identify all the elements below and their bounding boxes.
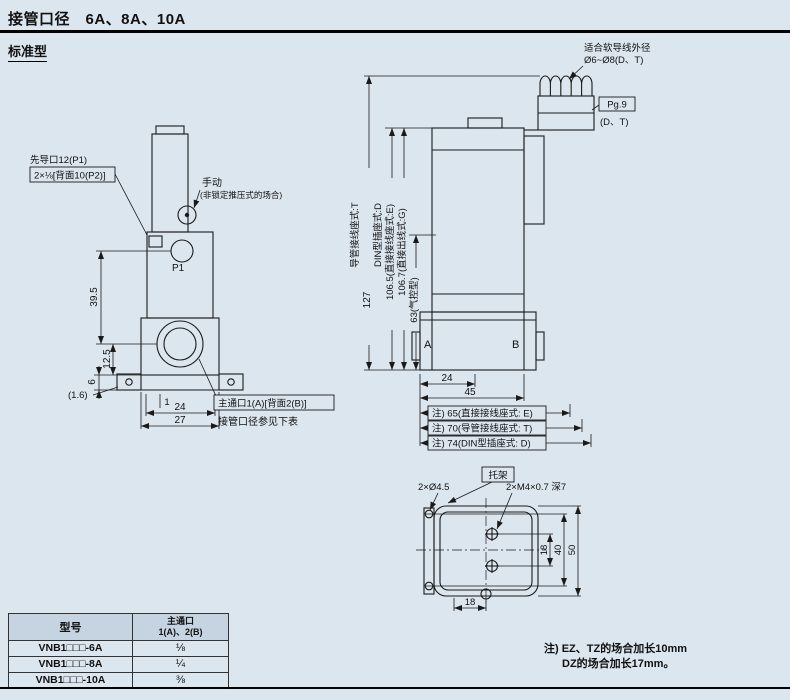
solenoid-body <box>431 127 525 313</box>
main-port-label-box <box>213 394 335 411</box>
port-cell: ⅜ <box>132 671 229 689</box>
dim-27: 27 <box>174 415 186 426</box>
main-port-label-line2: 接管口径参见下表 <box>218 415 298 428</box>
pilot-port-circle <box>170 239 194 263</box>
model-cell: VNB1□□□-6A <box>8 639 133 657</box>
dim-106-7: 106.7(直接出线式:G) <box>396 208 408 296</box>
dim-127: 127 <box>362 291 373 308</box>
footnote-line1: 注) EZ、TZ的场合加长10mm <box>544 643 688 655</box>
port-b-label: B <box>512 339 519 351</box>
manual-override-knob <box>177 205 197 225</box>
bottom-view-outline <box>423 505 539 600</box>
pilot-label-box <box>29 166 116 183</box>
dim-1-6: (1.6) <box>68 390 88 401</box>
note-70: 注) 70(导管接线座式: T) <box>432 423 532 435</box>
dim-18-bottom: 18 <box>465 597 476 608</box>
table-row: VNB1□□□-6A ⅛ <box>8 639 229 657</box>
dim-1: 1 <box>164 397 169 408</box>
manual-label-line1: 手动 <box>202 176 222 189</box>
table-header-row: 型号 主通口 1(A)、2(B) <box>8 613 229 641</box>
pg9-label-box <box>598 96 636 112</box>
port-p1-label: P1 <box>172 263 185 274</box>
pilot-port-label-line1: 先导口12(P1) <box>30 154 87 166</box>
cable-label-line2: Ø6~Ø8(D、T) <box>584 55 643 66</box>
bottom-view-centerlines <box>416 498 546 604</box>
holes-label: 2×Ø4.5 <box>418 482 449 493</box>
dim-col-conduit: 导管接线座式:T <box>349 202 361 268</box>
dim-106-5: 106.5(直接接线座式:E) <box>384 204 396 300</box>
dim-50: 50 <box>567 545 578 556</box>
pg9-label: Pg.9 <box>607 100 627 111</box>
front-view-outline <box>116 125 244 391</box>
port-cell: ⅛ <box>132 639 229 657</box>
note-70-box <box>427 420 547 436</box>
pg9-sub-label: (D、T) <box>600 117 629 128</box>
table-row: VNB1□□□-8A ¼ <box>8 655 229 673</box>
dim-12-5: 12.5 <box>102 349 113 369</box>
pilot-port-label-line2: 2×⅛[背面10(P2)] <box>34 170 106 182</box>
note-74-box <box>427 435 547 451</box>
table-header-port-line1: 主通口 <box>166 616 194 626</box>
bottom-rule <box>0 687 790 689</box>
flexible-conduit <box>539 75 593 85</box>
dim-40: 40 <box>553 545 564 556</box>
dim-24-front: 24 <box>174 402 186 413</box>
dim-6: 6 <box>87 379 98 385</box>
note-65: 注) 65(直接接线座式: E) <box>432 408 533 420</box>
side-view-outline <box>411 75 595 371</box>
screws-label: 2×M4×0.7 深7 <box>506 482 566 493</box>
bracket-plate <box>423 507 435 595</box>
footnote: 注) EZ、TZ的场合加长10mm DZ的场合加长17mm。 <box>544 642 687 673</box>
note-65-box <box>427 405 547 421</box>
table-row: VNB1□□□-10A ⅜ <box>8 671 229 689</box>
table-header-model: 型号 <box>8 613 133 641</box>
note-74: 注) 74(DIN型插座式: D) <box>432 438 531 450</box>
table-header-port-line2: 1(A)、2(B) <box>158 626 203 637</box>
bottom-view-dimensions <box>425 481 581 611</box>
title-rule <box>0 30 790 33</box>
section-subtitle: 标准型 <box>8 41 48 62</box>
model-cell: VNB1□□□-8A <box>8 655 133 673</box>
model-table: 型号 主通口 1(A)、2(B) VNB1□□□-6A ⅛ VNB1□□□-8A… <box>8 613 229 689</box>
footnote-line2: DZ的场合加长17mm。 <box>562 658 675 671</box>
dim-45: 45 <box>464 387 476 398</box>
table-header-port: 主通口 1(A)、2(B) <box>132 613 229 641</box>
dim-39-5: 39.5 <box>89 287 100 307</box>
main-port-label-line1: 主通口1(A)[背面2(B)] <box>218 398 307 410</box>
cable-label-line1: 适合软导线外径 <box>584 42 651 54</box>
dim-24-side: 24 <box>441 373 453 384</box>
port-cell: ¼ <box>132 655 229 673</box>
bracket-label: 托架 <box>488 470 508 482</box>
model-cell: VNB1□□□-10A <box>8 671 133 689</box>
dim-col-din: DIN型插座式:D <box>372 203 384 267</box>
dim-63: 63(气控型) <box>408 277 420 322</box>
page-title: 接管口径 6A、8A、10A <box>8 11 186 28</box>
front-view-dimensions <box>92 173 220 429</box>
dim-18-side: 18 <box>539 545 550 556</box>
manual-label-line2: (非锁定推压式的场合) <box>200 190 282 200</box>
bracket-label-box <box>481 466 515 483</box>
port-a-label: A <box>424 339 432 351</box>
